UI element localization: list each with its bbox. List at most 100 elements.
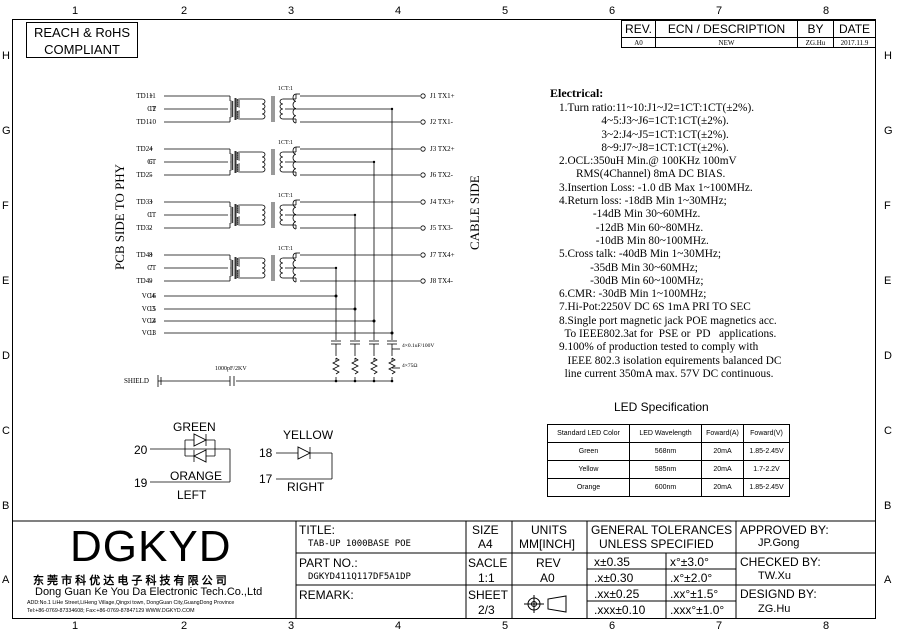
- led-spec-title: LED Specification: [614, 400, 709, 414]
- choke-coil-icon: [236, 269, 241, 279]
- company-logo: DGKYD: [70, 522, 232, 571]
- zone-row-left: F: [2, 200, 9, 212]
- zone-col-top: 5: [502, 5, 509, 17]
- choke-coil-icon: [236, 163, 241, 173]
- electrical-line: 1.Turn ratio:11~10:J1~J2=1CT:1CT(±2%).: [559, 102, 755, 114]
- transformer-coil-icon: [261, 204, 266, 226]
- zone-row-left: D: [2, 350, 10, 362]
- output-terminal-icon: [420, 172, 426, 178]
- checked-value: TW.Xu: [758, 570, 792, 582]
- orange-led-icon: [192, 449, 207, 463]
- left-pin-number: 8: [149, 251, 153, 259]
- left-pin-number: 9: [149, 277, 153, 285]
- electrical-title: Electrical:: [550, 86, 604, 100]
- zone-col-bottom: 6: [609, 620, 616, 632]
- tolerance-linear: .xxx±0.10: [594, 603, 646, 617]
- left-pin-number: 1: [149, 211, 153, 219]
- electrical-notes: 1.Turn ratio:11~10:J1~J2=1CT:1CT(±2%). 4…: [559, 102, 781, 381]
- output-terminal-icon: [420, 146, 426, 152]
- left-pin-number: 16: [149, 292, 156, 300]
- left-pin-name: VC4: [141, 292, 156, 300]
- pin18-label: 18: [259, 446, 273, 460]
- led-cell: 1.85-2.45V: [743, 478, 790, 497]
- zone-row-right: A: [884, 574, 892, 586]
- left-pin-name: TD2+: [136, 145, 154, 153]
- right-pin-label: J7 TX4+: [430, 251, 455, 259]
- left-pin-number: 11: [149, 92, 156, 100]
- choke-coil-icon: [236, 216, 241, 226]
- choke-coil-icon: [229, 214, 234, 224]
- electrical-line: 7.Hi-Pot:2250V DC 6S 1mA PRI TO SEC: [559, 301, 751, 314]
- choke-coil-icon: [292, 252, 297, 283]
- output-terminal-icon: [420, 199, 426, 205]
- part-value: DGKYD411Q117DF5A1DP: [308, 572, 411, 582]
- tolerance-angular: .xxx°±1.0°: [670, 603, 725, 617]
- choke-coil-icon: [229, 100, 234, 110]
- zone-row-left: B: [2, 500, 10, 512]
- design-label: DESIGND BY:: [740, 587, 817, 601]
- choke-coil-icon: [229, 153, 234, 163]
- zone-row-right: C: [884, 425, 892, 437]
- zone-col-top: 4: [395, 5, 402, 17]
- electrical-line: -12dB Min 60~80MHz.: [559, 221, 704, 234]
- sheet-label: SHEET: [468, 588, 509, 602]
- left-pin-name: TD3-: [136, 224, 152, 232]
- company-address: ADD:No.1 LiHe Street,LiHeng Village,Qing…: [27, 600, 235, 606]
- transformer-coil-icon: [261, 151, 266, 173]
- date-header: DATE: [833, 20, 876, 38]
- shield-cap-label: 1000pF/2KV: [215, 366, 247, 372]
- zone-row-right: D: [884, 350, 892, 362]
- left-pin-name: TD1+: [136, 92, 154, 100]
- zone-col-top: 1: [72, 5, 79, 17]
- resistor-icon: [388, 357, 396, 375]
- choke-coil-icon: [292, 199, 297, 230]
- design-value: ZG.Hu: [758, 603, 791, 615]
- rev-value: A0: [540, 571, 555, 585]
- size-value: A4: [478, 537, 493, 551]
- transformer-coil-icon: [261, 257, 266, 279]
- resistor-icon: [370, 357, 378, 375]
- choke-coil-icon: [236, 151, 241, 161]
- electrical-line: -35dB Min 30~60MHz;: [559, 261, 698, 274]
- right-pin-label: J4 TX3+: [430, 198, 455, 206]
- title-label: TITLE:: [299, 523, 336, 537]
- left-pin-name: TD4+: [136, 251, 154, 259]
- zone-col-bottom: 8: [823, 620, 830, 632]
- date-value: 2017.11.9: [833, 37, 876, 48]
- right-pin-label: J1 TX1+: [430, 92, 455, 100]
- zone-row-right: E: [884, 275, 892, 287]
- left-pin-name: CT: [147, 158, 157, 166]
- electrical-line: IEEE 802.3 isolation equirements balance…: [559, 354, 782, 367]
- junction-dot-icon: [372, 160, 376, 164]
- choke-coil-icon: [292, 93, 297, 124]
- junction-dot-icon: [353, 213, 357, 217]
- junction-dot-icon: [334, 294, 338, 298]
- choke-coil-icon: [229, 108, 234, 118]
- company-cn: 东 莞 市 科 优 达 电 子 科 技 有 限 公 司: [33, 575, 227, 587]
- left-pin-name: VC1: [141, 329, 156, 337]
- choke-coil-icon: [236, 98, 241, 108]
- scale-label: SACLE: [468, 556, 508, 570]
- resistor-icon: [351, 357, 359, 375]
- drawing-frame: [12, 19, 876, 619]
- pin20-label: 20: [134, 443, 148, 457]
- pin19-label: 19: [134, 476, 148, 490]
- left-pin-name: VC2: [141, 317, 156, 325]
- caps-label: 4×0.1uF/100V: [402, 343, 435, 349]
- electrical-line: 8.Single port magnetic jack POE magnetic…: [559, 314, 777, 327]
- ratio-label: 1CT:1: [278, 86, 294, 92]
- rev-label: REV: [536, 556, 561, 570]
- transformer-coil-icon: [279, 204, 284, 226]
- ratio-label: 1CT:1: [278, 193, 294, 199]
- right-pin-label: J5 TX3-: [430, 224, 454, 232]
- junction-dot-icon: [390, 107, 394, 111]
- led-cell: Orange: [547, 478, 630, 497]
- electrical-line: -10dB Min 80~100MHz.: [559, 234, 709, 247]
- junction-dot-icon: [372, 319, 376, 323]
- company-contact: Tel:+86-0769-87334608; Fax:+86-0769-8784…: [27, 608, 195, 614]
- remark-label: REMARK:: [299, 588, 354, 602]
- zone-row-right: H: [884, 50, 892, 62]
